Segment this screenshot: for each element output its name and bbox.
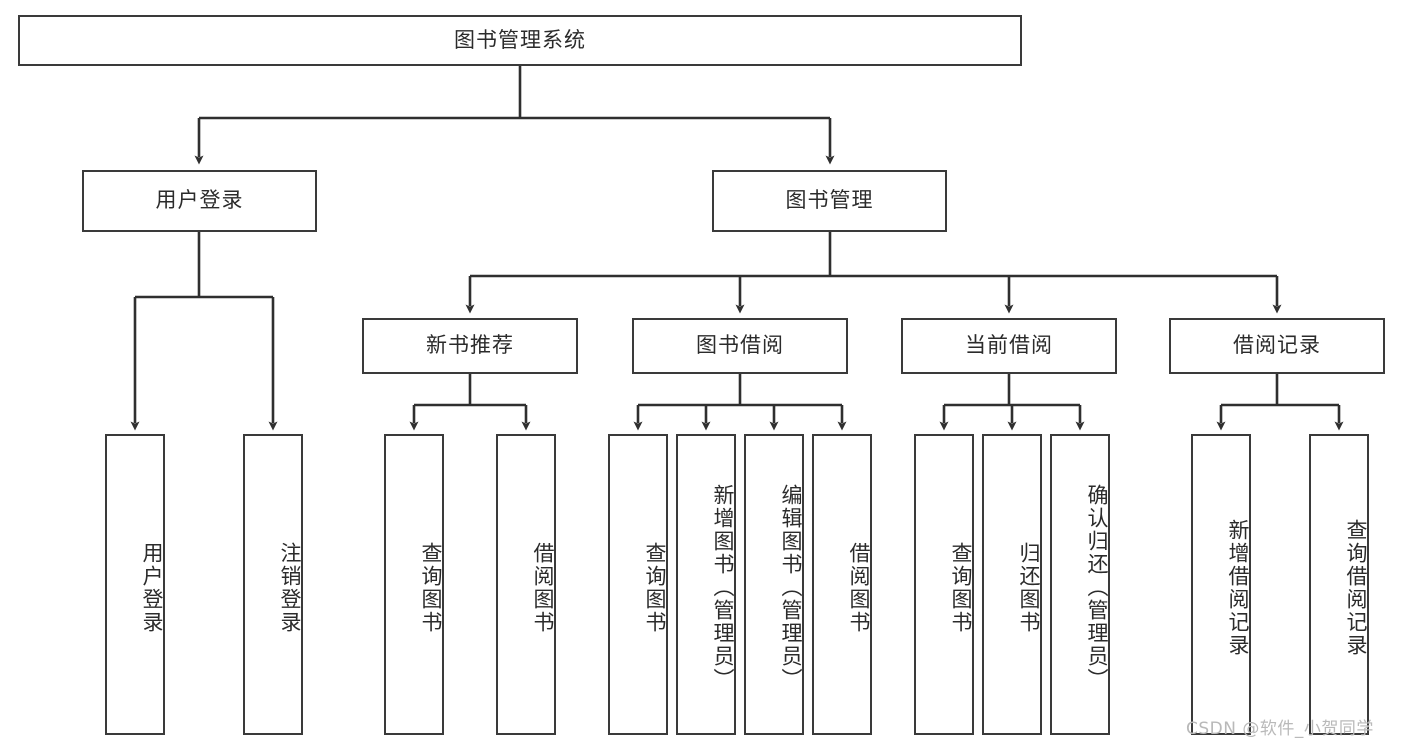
node-book-borrow-label: 图书借阅 (696, 333, 784, 358)
node-leaf-user-logout[interactable]: 注销登录 (243, 434, 303, 735)
node-leaf-edit-book[interactable]: 编辑图书（管理员） (744, 434, 804, 735)
node-new-book-recommend-label: 新书推荐 (426, 333, 514, 358)
node-leaf-query-record-label: 查询借阅记录 (1344, 518, 1368, 657)
node-leaf-edit-book-label: 编辑图书（管理员） (779, 484, 803, 691)
node-leaf-query-book-3-label: 查询图书 (949, 541, 973, 634)
node-leaf-return-book-label: 归还图书 (1017, 541, 1041, 634)
node-leaf-borrow-book-1[interactable]: 借阅图书 (496, 434, 556, 735)
csdn-watermark: CSDN @软件_小贺同学 (1186, 719, 1374, 739)
node-leaf-query-book-1-label: 查询图书 (419, 541, 443, 634)
node-current-borrow[interactable]: 当前借阅 (901, 318, 1117, 374)
node-book-manage-label: 图书管理 (785, 188, 874, 213)
node-new-book-recommend[interactable]: 新书推荐 (362, 318, 578, 374)
node-current-borrow-label: 当前借阅 (965, 333, 1053, 358)
node-leaf-add-book-label: 新增图书（管理员） (711, 484, 735, 691)
node-book-manage[interactable]: 图书管理 (712, 170, 947, 232)
node-leaf-query-book-2[interactable]: 查询图书 (608, 434, 668, 735)
node-leaf-borrow-book-2-label: 借阅图书 (847, 541, 871, 634)
node-leaf-add-record-label: 新增借阅记录 (1226, 518, 1250, 657)
node-borrow-record[interactable]: 借阅记录 (1169, 318, 1385, 374)
node-borrow-record-label: 借阅记录 (1233, 333, 1321, 358)
node-leaf-add-record[interactable]: 新增借阅记录 (1191, 434, 1251, 735)
node-root-label: 图书管理系统 (454, 27, 586, 52)
node-leaf-user-login-label: 用户登录 (140, 541, 164, 634)
node-leaf-user-logout-label: 注销登录 (278, 541, 302, 634)
node-leaf-confirm-return[interactable]: 确认归还（管理员） (1050, 434, 1110, 735)
node-leaf-confirm-return-label: 确认归还（管理员） (1085, 484, 1109, 691)
node-leaf-borrow-book-2[interactable]: 借阅图书 (812, 434, 872, 735)
node-leaf-return-book[interactable]: 归还图书 (982, 434, 1042, 735)
node-leaf-user-login[interactable]: 用户登录 (105, 434, 165, 735)
node-leaf-query-book-2-label: 查询图书 (643, 541, 667, 634)
node-leaf-query-record[interactable]: 查询借阅记录 (1309, 434, 1369, 735)
node-leaf-query-book-3[interactable]: 查询图书 (914, 434, 974, 735)
node-leaf-query-book-1[interactable]: 查询图书 (384, 434, 444, 735)
node-book-borrow[interactable]: 图书借阅 (632, 318, 848, 374)
node-user-login-label: 用户登录 (155, 188, 244, 213)
node-leaf-add-book[interactable]: 新增图书（管理员） (676, 434, 736, 735)
node-user-login[interactable]: 用户登录 (82, 170, 317, 232)
node-root[interactable]: 图书管理系统 (18, 15, 1022, 66)
node-leaf-borrow-book-1-label: 借阅图书 (531, 541, 555, 634)
